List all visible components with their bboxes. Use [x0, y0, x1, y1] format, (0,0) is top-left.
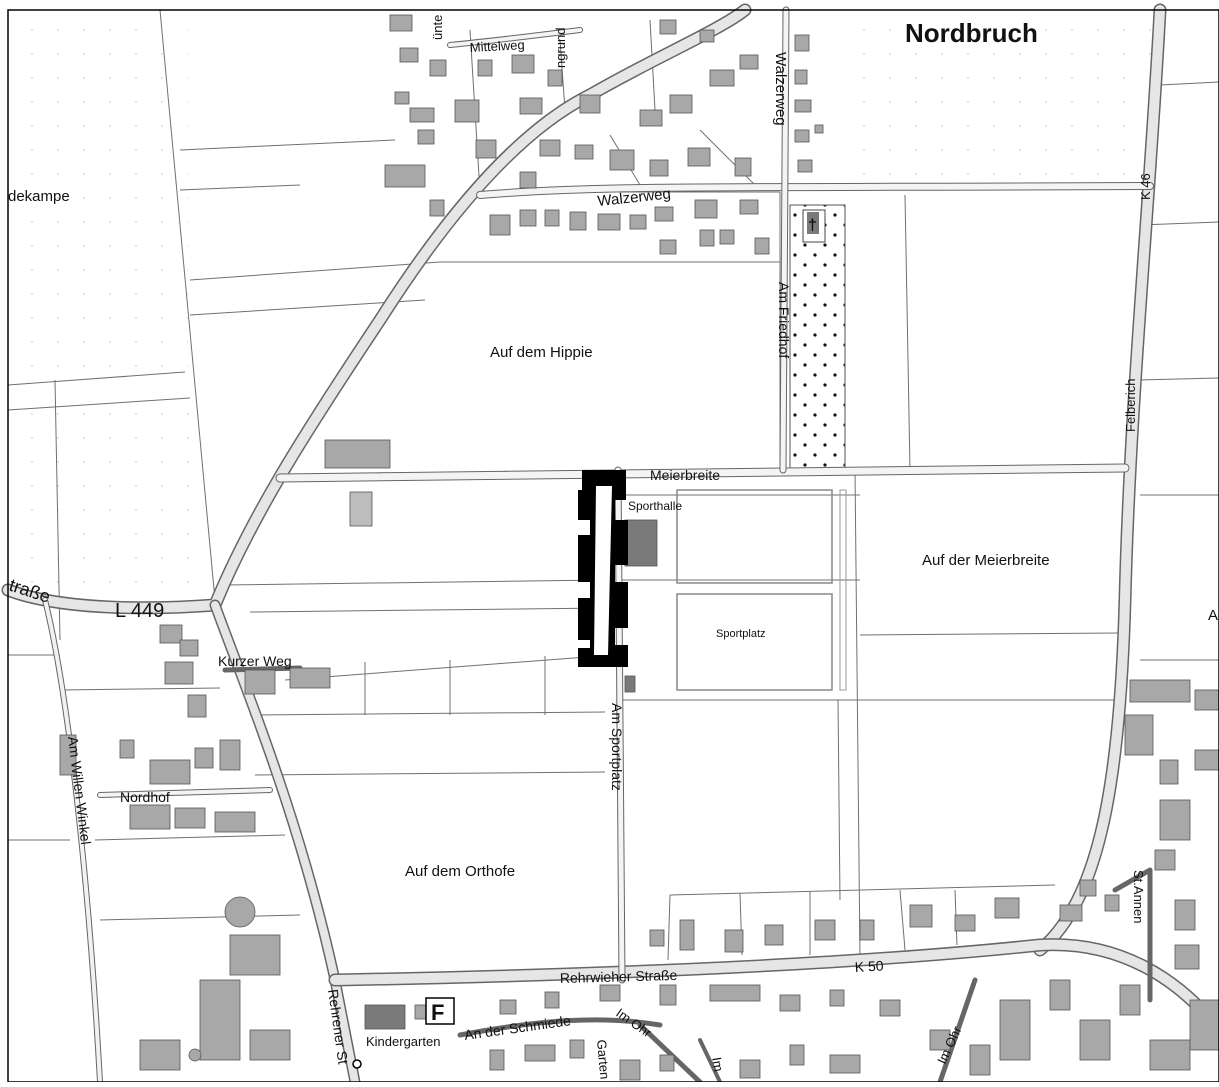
label-kindergarten: Kindergarten — [366, 1034, 440, 1049]
parcel-lines — [7, 9, 1219, 961]
label-auf-dem-hippie: Auf dem Hippie — [490, 344, 593, 361]
label-garten: Garten — [594, 1039, 612, 1080]
place-title: Nordbruch — [905, 18, 1038, 48]
label-rehrwieher-strasse: Rehrwieher Straße — [560, 967, 678, 986]
label-sportplatz: Sportplatz — [716, 628, 766, 640]
label-ngrund: ngrund — [553, 28, 568, 68]
track-strip — [839, 489, 847, 691]
label-sporthalle: Sporthalle — [628, 499, 682, 513]
field-texture-left — [8, 10, 188, 380]
label-l449: L 449 — [115, 600, 164, 622]
cemetery-area — [789, 204, 846, 471]
label-meierbreite: Meierbreite — [650, 467, 720, 483]
cemetery-symbol: † — [808, 217, 817, 234]
label-felberich: Felberich — [1123, 379, 1138, 432]
label-auf-dem-orthofe: Auf dem Orthofe — [405, 863, 515, 880]
sportplatz-field — [676, 593, 833, 691]
label-a-right: A — [1208, 607, 1218, 624]
field-texture-left-lower — [8, 400, 198, 590]
label-kurzer-weg: Kurzer Weg — [218, 653, 292, 669]
sporthalle-field — [676, 489, 833, 584]
label-am-sportplatz: Am Sportplatz — [609, 703, 625, 791]
map-labels: Nordbruch dekampe Mittelweg ngrund ünte … — [7, 15, 1218, 1080]
field-texture-top-right — [860, 20, 1160, 180]
road-network — [1, 3, 1219, 1087]
label-dekampe: dekampe — [8, 188, 70, 205]
label-st-annen: St.Annen — [1131, 870, 1146, 924]
label-k46: K 46 — [1138, 173, 1153, 200]
label-mittelweg: Mittelweg — [469, 37, 525, 55]
kindergarten-f-marker: F — [431, 1000, 444, 1025]
label-k50: K 50 — [854, 957, 884, 974]
label-auf-der-meierbreite: Auf der Meierbreite — [922, 552, 1050, 569]
label-walzerweg-vertical: Walzerweg — [772, 52, 789, 126]
label-im-ohr-3: Im — [709, 1056, 726, 1073]
label-am-friedhof: Am Friedhof — [776, 282, 792, 358]
highlighted-plan-area — [578, 470, 628, 667]
label-unte: ünte — [430, 15, 445, 40]
buildings — [59, 14, 1219, 1081]
kindergarten-f-marker-box — [425, 997, 455, 1025]
label-nordhof: Nordhof — [120, 789, 170, 805]
